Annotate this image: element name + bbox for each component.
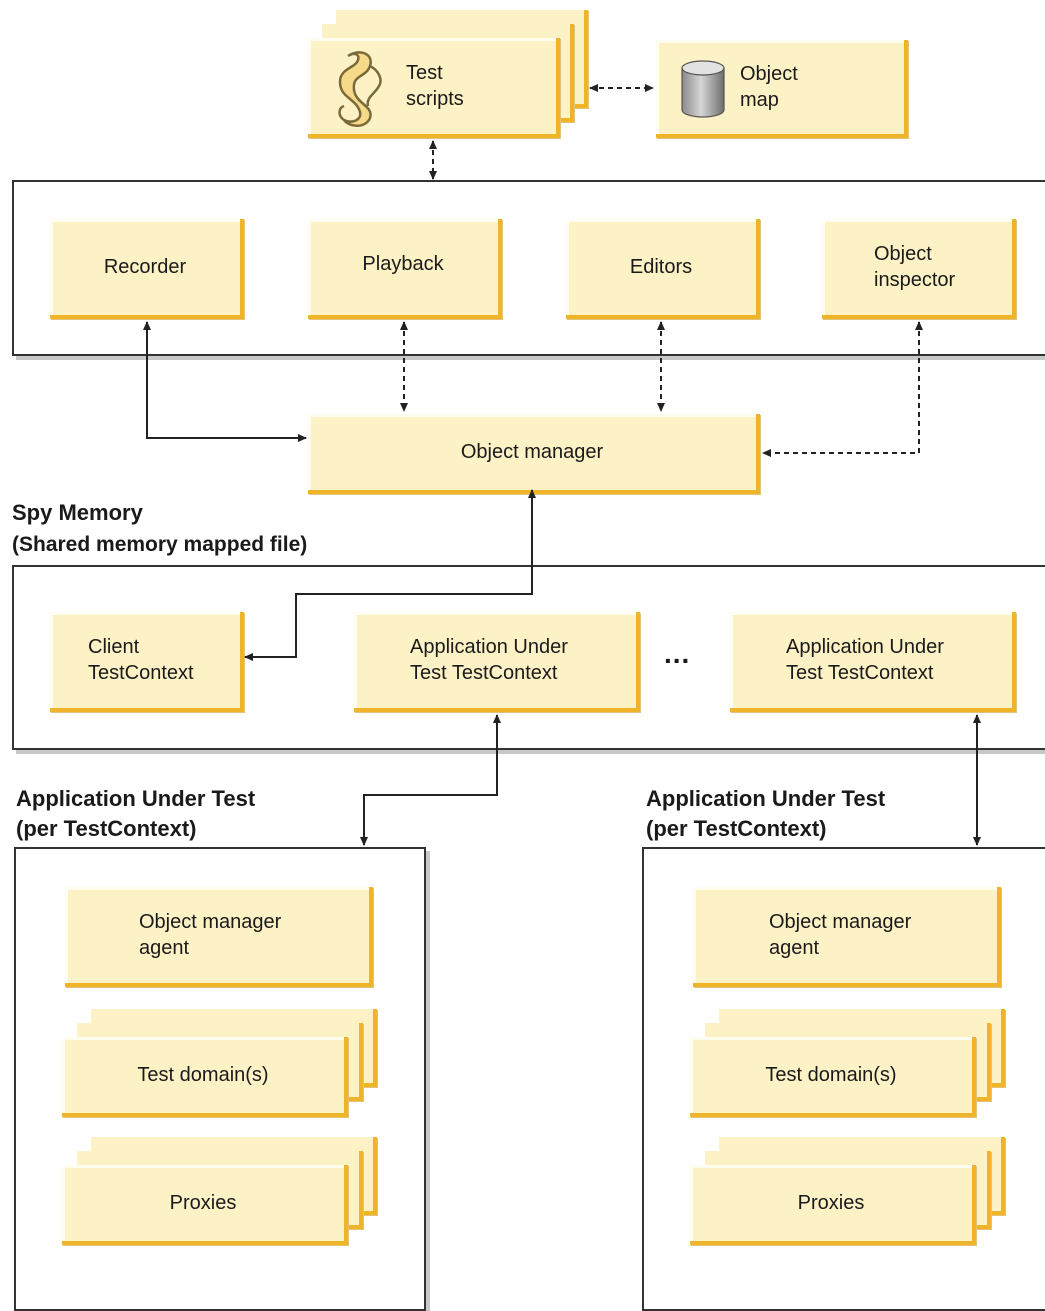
aut-left-proxies-label: Proxies xyxy=(169,1192,237,1214)
editors-box[interactable]: Editors xyxy=(566,219,760,319)
playback-label: Playback xyxy=(362,253,444,275)
spy-memory-title: Spy Memory xyxy=(12,500,143,525)
object-inspector-box[interactable]: Object inspector xyxy=(822,219,1016,319)
recorder-box[interactable]: Recorder xyxy=(50,219,244,319)
aut-right-proxies-label: Proxies xyxy=(797,1192,865,1214)
aut-left-domains-label: Test domain(s) xyxy=(137,1064,269,1086)
client-testcontext-label: Client TestContext xyxy=(88,636,194,684)
context1-autleft-connector xyxy=(360,714,501,846)
aut-right-agent-box[interactable]: Object manager agent xyxy=(693,887,1001,987)
aut-left-agent-box[interactable]: Object manager agent xyxy=(65,887,373,987)
test-scripts-label: Test scripts xyxy=(406,62,464,110)
database-cylinder-icon xyxy=(681,60,725,118)
editors-label: Editors xyxy=(629,256,693,278)
ellipsis: ... xyxy=(664,638,691,669)
aut-right-domains-label: Test domain(s) xyxy=(765,1064,897,1086)
client-testcontext-box[interactable]: Client TestContext xyxy=(50,612,244,712)
recorder-label: Recorder xyxy=(103,256,187,278)
aut-right-domains-box[interactable]: Test domain(s) xyxy=(690,1037,976,1117)
aut-right-heading: Application Under Test (per TestContext) xyxy=(646,786,886,841)
inspector-manager-connector xyxy=(762,321,923,457)
aut-left-domains-box[interactable]: Test domain(s) xyxy=(62,1037,348,1117)
object-map-box[interactable]: Object map xyxy=(656,40,908,138)
recorder-manager-connector xyxy=(143,321,307,442)
object-manager-label: Object manager xyxy=(460,441,604,463)
manager-client-connector xyxy=(244,489,536,661)
aut-right-proxies-box[interactable]: Proxies xyxy=(690,1165,976,1245)
aut-left-proxies-box[interactable]: Proxies xyxy=(62,1165,348,1245)
aut-left-agent-label: Object manager agent xyxy=(139,911,282,959)
scroll-icon xyxy=(338,51,382,127)
aut-right-agent-label: Object manager agent xyxy=(769,911,912,959)
playback-box[interactable]: Playback xyxy=(308,219,502,319)
object-inspector-label: Object inspector xyxy=(874,243,956,291)
aut-left-heading: Application Under Test (per TestContext) xyxy=(16,786,256,841)
object-map-label: Object map xyxy=(740,63,798,111)
aut-testcontext-box-2[interactable]: Application Under Test TestContext xyxy=(730,612,1016,712)
object-manager-box[interactable]: Object manager xyxy=(308,414,760,494)
aut-testcontext-label-2: Application Under Test TestContext xyxy=(786,636,944,684)
